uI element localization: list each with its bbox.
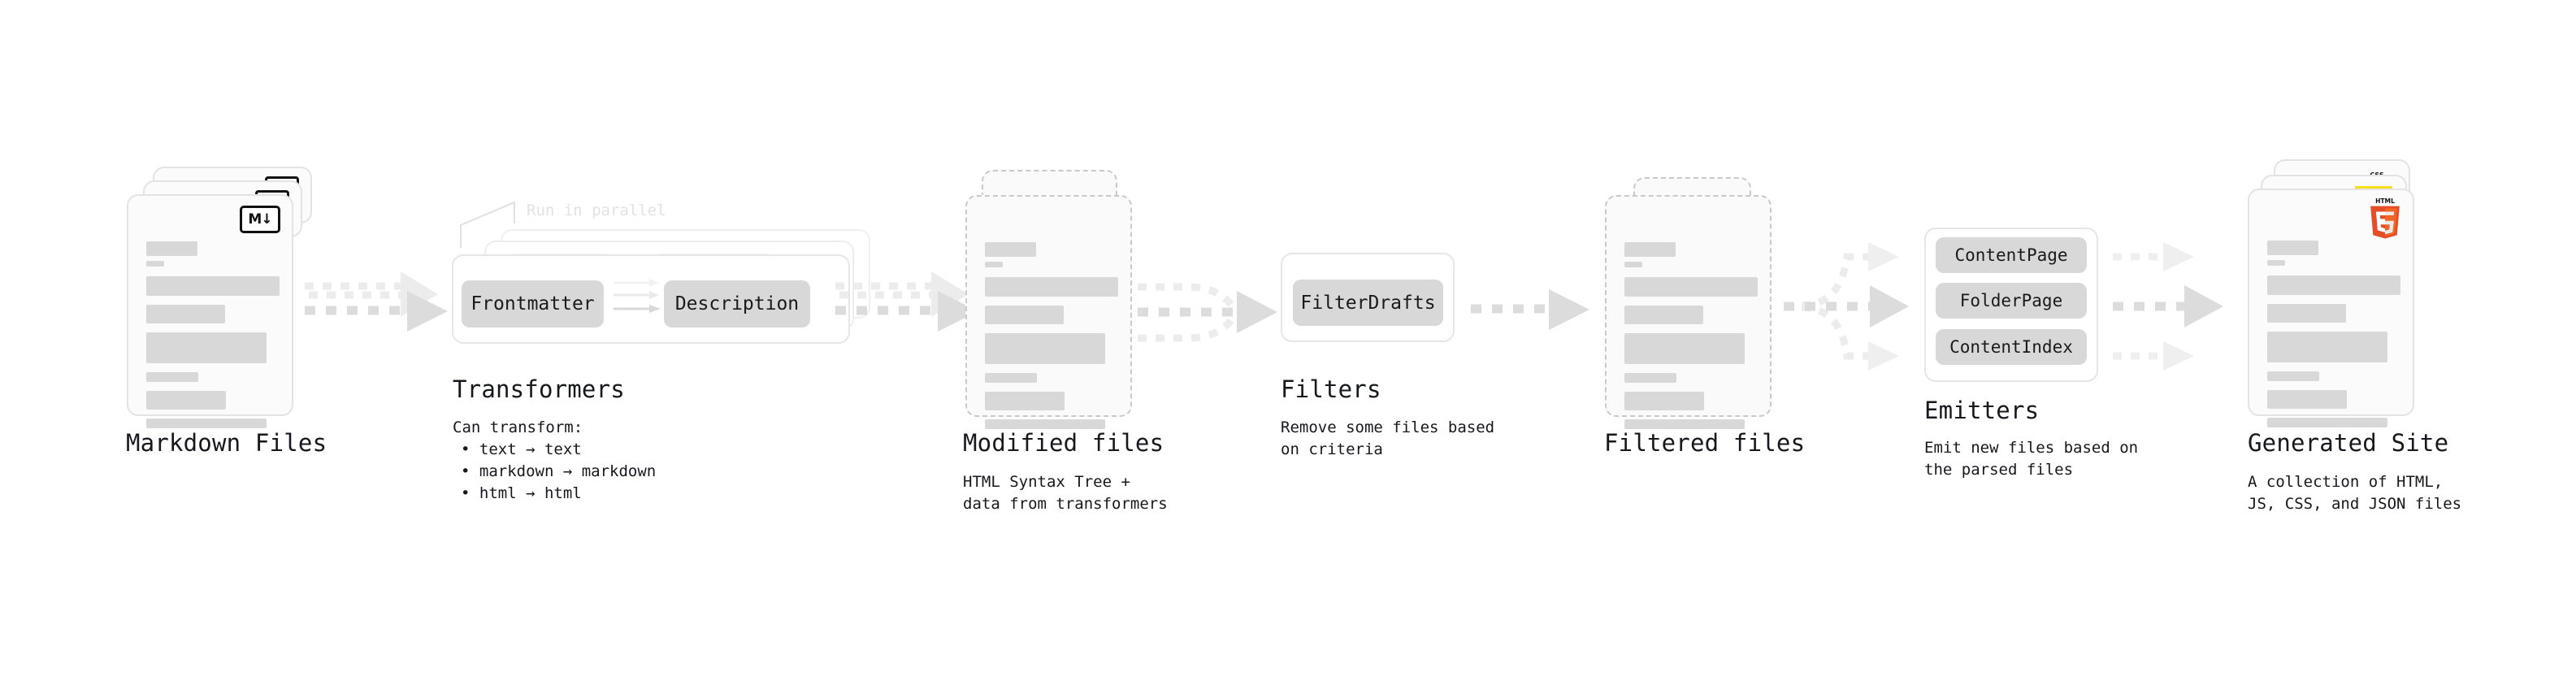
transformer-chip-label: Description [674, 293, 800, 314]
emitter-chip-label: ContentIndex [1949, 337, 2073, 357]
filters-description: Remove some files based on criteria [1281, 419, 1495, 458]
skeleton-line [2267, 241, 2318, 255]
filter-chip-filterdrafts[interactable]: FilterDrafts [1293, 280, 1443, 326]
document-skeleton-lines [2267, 241, 2400, 436]
skeleton-line [146, 419, 267, 428]
emitters-description: Emit new files based on the parsed files [1924, 439, 2139, 479]
skeleton-line [1624, 262, 1642, 267]
generated-site-card-html: HTML [2248, 189, 2414, 427]
modified-files-description: HTML Syntax Tree + data from transformer… [963, 473, 1168, 513]
document-skeleton-lines [985, 242, 1118, 438]
skeleton-line [146, 391, 226, 410]
skeleton-line [2267, 275, 2400, 295]
connector-filters-to-filtered [1471, 289, 1589, 330]
skeleton-line [2267, 418, 2387, 427]
markdown-icon: M↓ [240, 206, 280, 233]
connector-transformers-to-modified [835, 271, 978, 332]
transformer-chip-description[interactable]: Description [664, 280, 810, 327]
emitter-chip-label: ContentPage [1954, 245, 2068, 265]
skeleton-line [146, 305, 225, 323]
skeleton-line [985, 242, 1036, 257]
svg-text:HTML: HTML [2375, 197, 2395, 205]
transformers-description-bullet-1: • text → text [461, 440, 582, 458]
run-in-parallel-label: Run in parallel [527, 202, 666, 219]
generated-site-title: Generated Site [2248, 429, 2449, 457]
skeleton-line [985, 306, 1064, 324]
markdown-badge-letter: M [248, 210, 262, 228]
modified-files-title: Modified files [963, 429, 1164, 457]
skeleton-line [146, 332, 267, 363]
connector-emitters-to-site [2113, 242, 2223, 371]
skeleton-line [985, 392, 1065, 410]
markdown-file-card-front: M↓ [127, 194, 293, 428]
filters-title: Filters [1281, 375, 1381, 403]
emitters-title: Emitters [1924, 397, 2040, 424]
emitter-chip-label: FolderPage [1959, 291, 2063, 310]
markdown-files-title: Markdown Files [126, 429, 327, 457]
emitter-chip-folderpage[interactable]: FolderPage [1936, 283, 2087, 319]
filter-chip-label: FilterDrafts [1300, 292, 1436, 314]
filtered-file-card-front [1605, 195, 1772, 429]
document-skeleton-lines [146, 241, 280, 437]
emitter-chip-contentpage[interactable]: ContentPage [1936, 237, 2087, 273]
skeleton-line [985, 419, 1105, 429]
skeleton-line [1624, 306, 1703, 324]
skeleton-line [2267, 332, 2387, 362]
generated-site-description: A collection of HTML, JS, CSS, and JSON … [2248, 473, 2462, 513]
skeleton-line [985, 333, 1105, 364]
skeleton-line [146, 261, 164, 267]
skeleton-line [2267, 371, 2319, 381]
transformers-description-bullet-3: • html → html [461, 484, 582, 502]
transformer-chip-frontmatter[interactable]: Frontmatter [462, 280, 604, 327]
skeleton-line [1624, 392, 1704, 410]
connector-filtered-to-emitters [1784, 242, 1909, 371]
modified-file-card-front [965, 195, 1132, 429]
filtered-files-title: Filtered files [1604, 429, 1806, 457]
transformer-chip-label: Frontmatter [471, 293, 595, 314]
transformers-description-head: Can transform: [453, 419, 583, 436]
html5-icon: HTML [2370, 197, 2400, 239]
skeleton-line [2267, 304, 2346, 323]
skeleton-line [2267, 260, 2285, 266]
skeleton-line [985, 277, 1118, 297]
skeleton-line [985, 373, 1037, 383]
skeleton-line [1624, 277, 1758, 297]
skeleton-line [2267, 390, 2347, 409]
skeleton-line [1624, 419, 1745, 429]
skeleton-line [146, 241, 197, 256]
run-in-parallel-bracket [460, 201, 515, 248]
skeleton-line [146, 372, 198, 382]
skeleton-line [1624, 333, 1745, 364]
emitter-chip-contentindex[interactable]: ContentIndex [1936, 329, 2087, 365]
transformers-description-bullet-2: • markdown → markdown [461, 462, 657, 480]
document-skeleton-lines [1624, 242, 1758, 438]
skeleton-line [1624, 373, 1676, 383]
connector-modified-to-filters [1138, 283, 1277, 342]
skeleton-line [1624, 242, 1676, 257]
connector-md-to-transformers [305, 271, 448, 332]
skeleton-line [146, 276, 280, 296]
transformer-inner-arrows [614, 279, 661, 313]
transformers-title: Transformers [453, 375, 625, 403]
skeleton-line [985, 262, 1003, 267]
